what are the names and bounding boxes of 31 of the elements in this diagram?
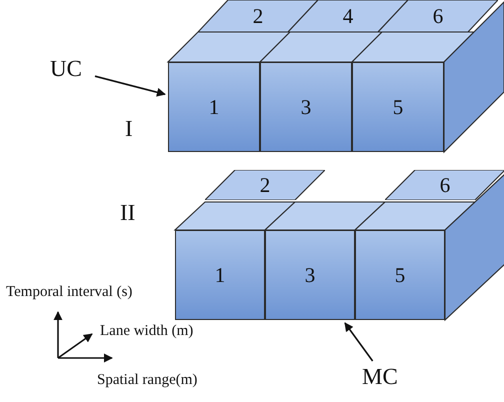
cube-top-face [198, 0, 318, 32]
cube-number: 1 [208, 94, 220, 120]
axis-label: Temporal interval (s) [6, 284, 132, 301]
cube-top-face [288, 0, 408, 32]
cube-number: 2 [260, 172, 270, 198]
cube-number: 4 [342, 4, 354, 28]
row-label: II [120, 200, 136, 226]
cube-top-face [205, 170, 325, 200]
cell-label: MC [362, 364, 408, 392]
leader-arrow [94, 75, 166, 97]
cube-number: 2 [252, 4, 264, 28]
cube-number: 5 [394, 262, 406, 288]
row-label: I [125, 116, 133, 142]
leader-arrow [344, 322, 374, 362]
cube-top-face [378, 0, 498, 32]
cell-label: UC [50, 56, 92, 84]
cube-front-face [168, 62, 260, 152]
cube-number: 1 [214, 262, 226, 288]
cube-number: 6 [440, 172, 450, 198]
cube-front-face [352, 62, 444, 152]
cube-number: 3 [300, 94, 312, 120]
axis-label: Spatial range(m) [97, 372, 198, 389]
cube-front-face [175, 230, 265, 320]
cube-number: 5 [392, 94, 404, 120]
cube-front-face [265, 230, 355, 320]
cube-front-face [260, 62, 352, 152]
axis-label: Lane width (m) [100, 323, 194, 340]
cube-number: 6 [432, 4, 444, 28]
cube-front-face [355, 230, 445, 320]
cube-number: 3 [304, 262, 316, 288]
cube-top-face [385, 170, 504, 200]
